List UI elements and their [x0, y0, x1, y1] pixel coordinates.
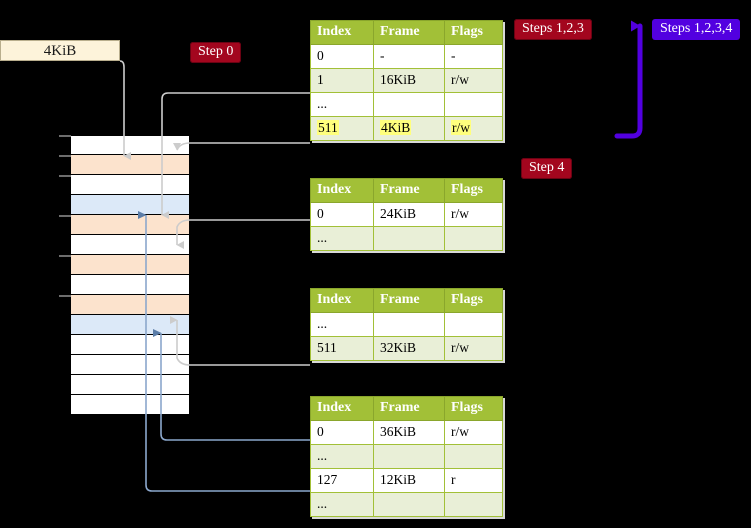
steps-bracket-arrow [614, 20, 643, 139]
memory-row-tick [59, 135, 71, 137]
table-row: ... [310, 92, 503, 117]
memory-frame-row [70, 195, 190, 215]
cell-index: ... [310, 226, 374, 251]
memory-row-tick [59, 155, 71, 157]
cell-flags [444, 444, 503, 469]
highlighted-value: r/w [451, 120, 471, 135]
memory-frame-row [70, 275, 190, 295]
frame-size-box: 4KiB [0, 40, 120, 61]
memory-frame-row [70, 295, 190, 315]
column-header-flags: Flags [444, 178, 503, 203]
memory-frame-row [70, 375, 190, 395]
column-header-flags: Flags [444, 20, 503, 45]
memory-column [70, 135, 190, 415]
memory-frame-row [70, 355, 190, 375]
memory-row-tick [59, 215, 71, 217]
cell-frame: 12KiB [373, 468, 445, 493]
cell-flags: r/w [444, 202, 503, 227]
cell-frame: 36KiB [373, 420, 445, 445]
highlighted-value: 511 [317, 120, 339, 135]
steps-1234-badge: Steps 1,2,3,4 [652, 19, 741, 40]
memory-row-tick [59, 175, 71, 177]
cell-frame: - [373, 44, 445, 69]
step-4-badge: Step 4 [521, 158, 573, 179]
cell-flags [444, 92, 503, 117]
column-header-index: Index [310, 178, 374, 203]
cell-index: 127 [310, 468, 374, 493]
memory-frame-row [70, 335, 190, 355]
column-header-frame: Frame [373, 20, 445, 45]
cell-flags [444, 492, 503, 517]
cell-flags: r/w [444, 336, 503, 361]
table-row: ... [310, 492, 503, 517]
memory-row-tick [59, 255, 71, 257]
cell-flags: - [444, 44, 503, 69]
column-header-frame: Frame [373, 178, 445, 203]
cell-frame: 32KiB [373, 336, 445, 361]
table-row: 511 4KiB r/w [310, 116, 503, 141]
cell-frame [373, 444, 445, 469]
column-header-frame: Frame [373, 396, 445, 421]
cell-index: ... [310, 444, 374, 469]
cell-index: 511 [310, 116, 374, 141]
cell-index: ... [310, 312, 374, 337]
cell-frame [373, 312, 445, 337]
cell-flags: r/w [444, 420, 503, 445]
cell-index: 0 [310, 420, 374, 445]
memory-frame-row [70, 175, 190, 195]
memory-frame-row [70, 395, 190, 415]
cell-frame: 4KiB [373, 116, 445, 141]
cell-frame [373, 492, 445, 517]
cell-frame [373, 226, 445, 251]
table-row: ... [310, 444, 503, 469]
cell-frame: 24KiB [373, 202, 445, 227]
cell-frame: 16KiB [373, 68, 445, 93]
cell-flags: r [444, 468, 503, 493]
memory-frame-row [70, 135, 190, 155]
cell-index: ... [310, 92, 374, 117]
table-row: ... [310, 312, 503, 337]
column-header-index: Index [310, 20, 374, 45]
cell-index: 0 [310, 202, 374, 227]
table-row: ... [310, 226, 503, 251]
cell-flags: r/w [444, 116, 503, 141]
cell-index: ... [310, 492, 374, 517]
cell-flags [444, 312, 503, 337]
step-0-badge: Step 0 [190, 42, 242, 63]
memory-frame-row [70, 235, 190, 255]
cell-index: 511 [310, 336, 374, 361]
column-header-index: Index [310, 396, 374, 421]
highlighted-value: 4KiB [380, 120, 412, 135]
cell-index: 1 [310, 68, 374, 93]
column-header-flags: Flags [444, 288, 503, 313]
memory-frame-row [70, 255, 190, 275]
cell-index: 0 [310, 44, 374, 69]
memory-frame-row [70, 155, 190, 175]
column-header-flags: Flags [444, 396, 503, 421]
cell-flags: r/w [444, 68, 503, 93]
memory-frame-row [70, 215, 190, 235]
memory-frame-row [70, 315, 190, 335]
cell-frame [373, 92, 445, 117]
cell-flags [444, 226, 503, 251]
table-row: 0-- [310, 44, 503, 69]
steps-123-badge: Steps 1,2,3 [514, 19, 592, 40]
column-header-index: Index [310, 288, 374, 313]
column-header-frame: Frame [373, 288, 445, 313]
memory-row-tick [59, 295, 71, 297]
